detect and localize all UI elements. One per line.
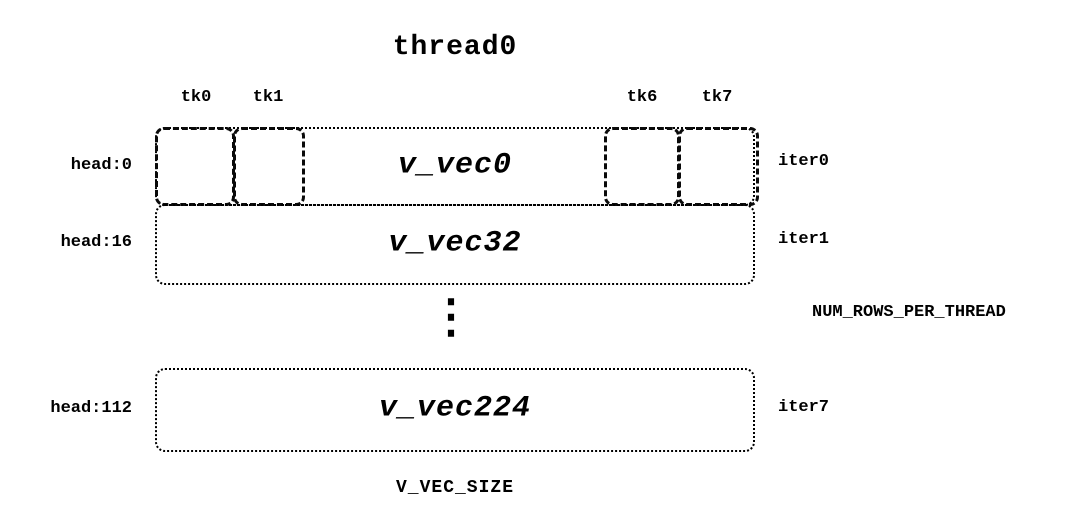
- iter-label-1: iter1: [778, 230, 830, 249]
- tk-label-tk6: tk6: [626, 88, 658, 107]
- vec-row-iter7: v_vec224: [155, 368, 755, 452]
- tk-label-tk0: tk0: [180, 88, 212, 107]
- vertical-ellipsis-icon: ⋮: [428, 294, 474, 346]
- vec-label-iter1: v_vec32: [388, 226, 522, 261]
- vec-label-iter7: v_vec224: [378, 391, 532, 426]
- head-label-16: head:16: [60, 233, 132, 252]
- tk-label-tk7: tk7: [701, 88, 733, 107]
- iter-label-7: iter7: [778, 398, 830, 417]
- vec-row-iter1: v_vec32: [155, 204, 755, 285]
- vec-label-iter0: v_vec0: [397, 148, 513, 183]
- head-label-112: head:112: [50, 399, 132, 418]
- diagram-title: thread0: [392, 32, 518, 63]
- tk-label-tk1: tk1: [252, 88, 284, 107]
- head-label-0: head:0: [70, 156, 132, 175]
- vec-row-iter0: v_vec0: [155, 127, 759, 206]
- iter-label-0: iter0: [778, 152, 830, 171]
- num-rows-per-thread-label: NUM_ROWS_PER_THREAD: [812, 303, 1006, 322]
- v-vec-size-label: V_VEC_SIZE: [395, 478, 515, 498]
